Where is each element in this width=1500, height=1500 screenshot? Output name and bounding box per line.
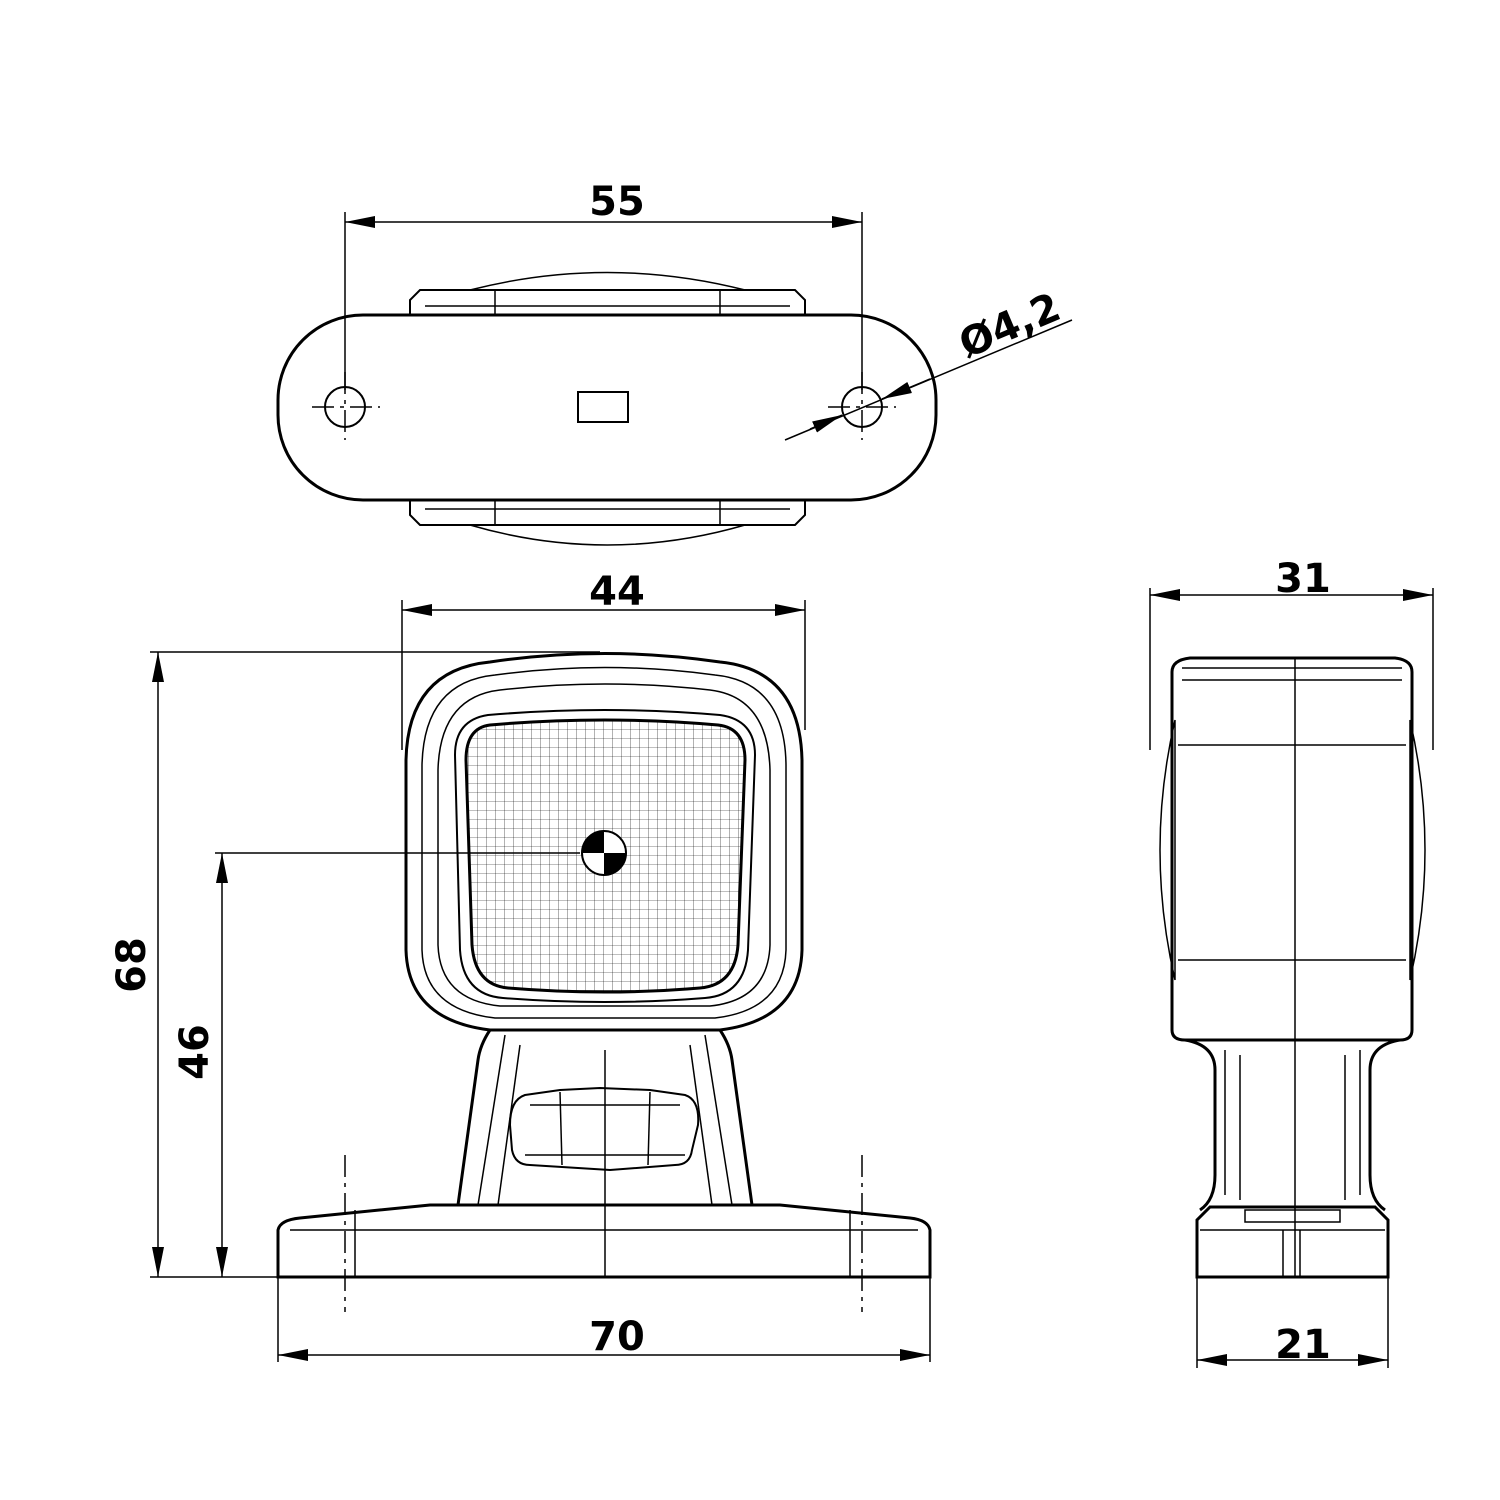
dim-label-44: 44 bbox=[589, 569, 645, 615]
dim-label-55: 55 bbox=[589, 179, 645, 225]
base-outline bbox=[276, 1203, 932, 1279]
stem-outline bbox=[456, 1029, 492, 1206]
front-view: 44 68 46 70 bbox=[109, 569, 932, 1362]
dim-label-diameter: Ø4,2 bbox=[953, 284, 1068, 367]
lens-outline bbox=[464, 718, 747, 994]
center-mark-icon bbox=[581, 830, 627, 876]
dim-label-68: 68 bbox=[109, 937, 155, 993]
dim-label-46: 46 bbox=[172, 1024, 218, 1080]
side-view: 31 21 bbox=[1149, 556, 1434, 1368]
stem-window bbox=[508, 1086, 700, 1172]
dim-label-31: 31 bbox=[1275, 556, 1331, 602]
side-base-outline bbox=[1195, 1205, 1390, 1279]
base-plate-outline bbox=[276, 313, 938, 502]
side-head-outline bbox=[1170, 656, 1414, 1042]
head-outline bbox=[404, 652, 804, 1032]
dim-label-21: 21 bbox=[1275, 1322, 1331, 1368]
cable-slot bbox=[577, 391, 629, 423]
dim-label-70: 70 bbox=[589, 1314, 645, 1360]
top-view: 55 Ø4,2 bbox=[276, 179, 1073, 546]
